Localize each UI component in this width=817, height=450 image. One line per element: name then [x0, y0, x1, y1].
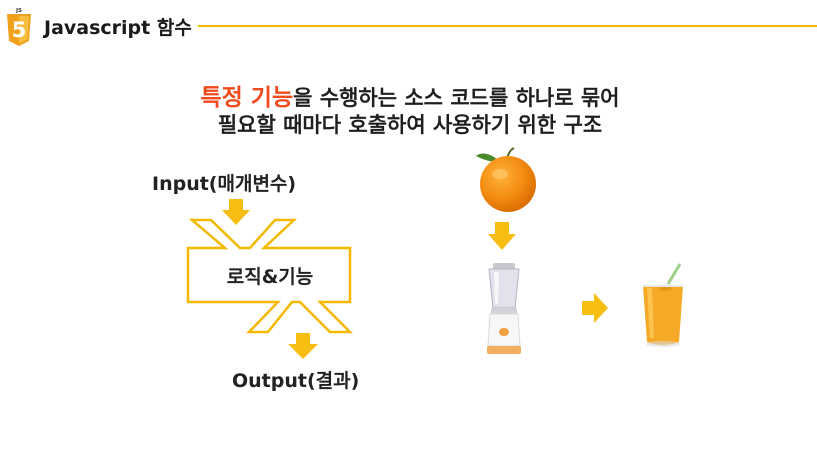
headline-line-1: 특정 기능을 수행하는 소스 코드를 하나로 묶어 [150, 78, 670, 112]
down-arrow-icon [222, 199, 250, 225]
slide-header: JS 5 Javascript 함수 [0, 0, 817, 50]
js-logo: JS 5 [7, 8, 31, 46]
logo-digit: 5 [12, 18, 27, 42]
output-label: Output(결과) [232, 370, 360, 392]
headline-line-2: 필요할 때마다 호출하여 사용하기 위한 구조 [217, 113, 603, 137]
input-label: Input(매개변수) [152, 173, 297, 195]
header-divider [198, 25, 817, 27]
blender-image [487, 263, 521, 354]
headline-highlight: 특정 기능 [200, 85, 294, 111]
right-arrow-icon [582, 293, 608, 323]
juice-glass-image [643, 263, 683, 347]
orange-fruit-image [476, 147, 536, 212]
logic-box [186, 218, 354, 334]
logo-badge: JS [15, 8, 22, 14]
logic-label: 로직&기능 [226, 266, 314, 288]
page-title: Javascript 함수 [44, 17, 192, 39]
headline-line-1-rest: 을 수행하는 소스 코드를 하나로 묶어 [293, 86, 620, 110]
down-arrow-icon [288, 333, 318, 359]
down-arrow-icon [488, 222, 516, 250]
